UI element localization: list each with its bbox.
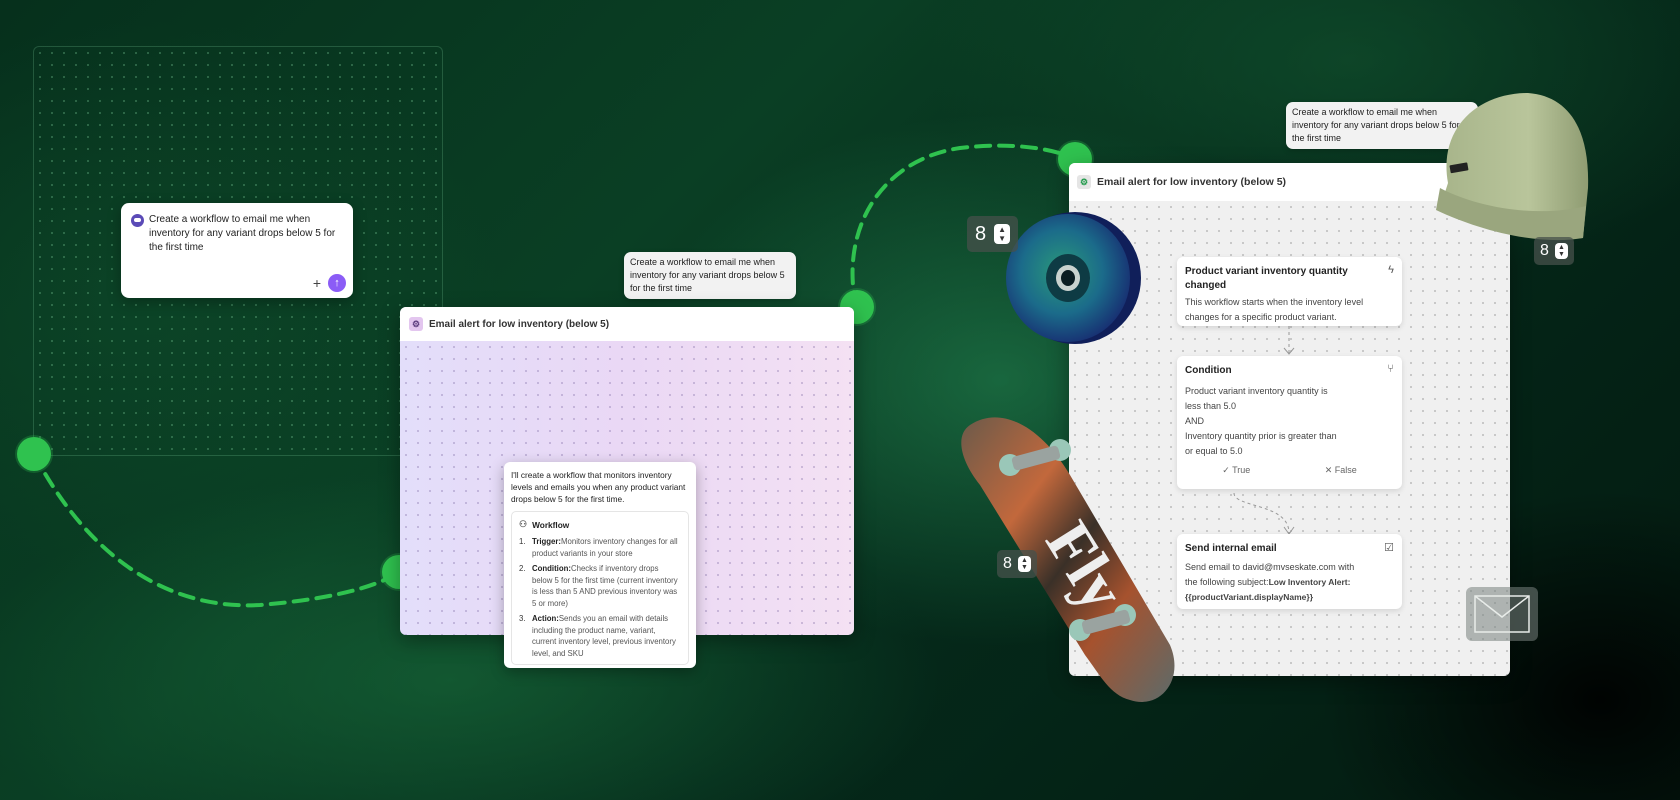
item-text: Checks if inventory drops below 5 for th… <box>532 564 678 608</box>
quantity-stepper-beanie[interactable]: 8 ▲▼ <box>1534 237 1574 265</box>
item-number: 1. <box>519 537 526 546</box>
plus-icon[interactable]: + <box>312 275 321 291</box>
panel-title: Email alert for low inventory (below 5) <box>1097 176 1287 188</box>
stepper-arrows-icon[interactable]: ▲▼ <box>1017 556 1031 572</box>
assistant-icon <box>131 214 144 227</box>
panel-title: Email alert for low inventory (below 5) <box>429 318 610 330</box>
item-number: 3. <box>519 614 526 623</box>
condition-line: less than 5.0 <box>1185 401 1237 411</box>
list-item: 1. Trigger:Monitors inventory changes fo… <box>519 536 681 559</box>
connector-node-left <box>17 437 51 471</box>
condition-line: or equal to 5.0 <box>1185 446 1243 456</box>
true-branch[interactable]: ✓ True <box>1222 465 1250 476</box>
workflow-summary-title: ⚇ Workflow <box>519 519 681 530</box>
panel-header: ⚙ Email alert for low inventory (below 5… <box>1069 163 1510 201</box>
email-desc: Send email to david@mvseskate.com with <box>1185 562 1355 572</box>
envelope-glyph <box>1474 595 1530 633</box>
workflow-summary: ⚇ Workflow 1. Trigger:Monitors inventory… <box>511 511 689 665</box>
workflow-icon: ⚙ <box>409 317 423 331</box>
panel-header: ⚙ Email alert for low inventory (below 5… <box>400 307 854 341</box>
node-description: This workflow starts when the inventory … <box>1185 297 1364 322</box>
skateboard-image: Fly <box>961 417 1175 702</box>
check-icon: ✓ <box>1222 465 1233 475</box>
email-check-icon: ☑ <box>1384 542 1394 554</box>
false-branch[interactable]: ✕ False <box>1325 465 1357 476</box>
email-subject-var: {{productVariant.displayName}} <box>1185 592 1314 602</box>
item-text: Monitors inventory changes for all produ… <box>532 537 678 558</box>
send-button[interactable]: ↑ <box>328 274 346 292</box>
skate-wheel-image <box>1006 212 1141 344</box>
item-text: Sends you an email with details includin… <box>532 614 676 658</box>
email-desc-line: the following subject:Low Inventory Aler… <box>1185 575 1394 590</box>
prompt-text: Create a workflow to email me when inven… <box>149 214 336 253</box>
response-intro: I'll create a workflow that monitors inv… <box>511 470 686 504</box>
true-label: True <box>1232 465 1251 475</box>
workflow-icon: ⚙ <box>1077 175 1091 189</box>
quantity-stepper-skateboard[interactable]: 8 ▲▼ <box>997 550 1037 578</box>
node-title: Condition <box>1185 365 1232 376</box>
quantity-value: 8 <box>1003 555 1012 572</box>
condition-line: AND <box>1185 416 1205 426</box>
chat-bubble-right: Create a workflow to email me when inven… <box>1286 102 1478 149</box>
item-number: 2. <box>519 564 526 573</box>
email-desc-text: the following subject: <box>1185 577 1269 587</box>
trigger-node[interactable]: ϟ Product variant inventory quantity cha… <box>1177 257 1402 326</box>
condition-line: Product variant inventory quantity is <box>1185 386 1328 396</box>
branch-icon: ⑂ <box>1387 363 1394 375</box>
list-item: 2. Condition:Checks if inventory drops b… <box>519 563 681 609</box>
email-subject: Low Inventory Alert: <box>1268 577 1351 587</box>
envelope-icon <box>1466 587 1538 641</box>
email-node[interactable]: ☑ Send internal email Send email to davi… <box>1177 534 1402 609</box>
item-label: Action: <box>532 614 559 623</box>
condition-line: Inventory quantity prior is greater than <box>1185 431 1337 441</box>
prompt-card[interactable]: Create a workflow to email me when inven… <box>121 203 353 298</box>
quantity-stepper-wheel[interactable]: 8 ▲▼ <box>967 216 1019 252</box>
assistant-response-card: I'll create a workflow that monitors inv… <box>504 462 696 668</box>
quantity-value: 8 <box>1540 242 1549 259</box>
x-icon: ✕ <box>1324 465 1335 475</box>
quantity-value: 8 <box>975 222 987 245</box>
false-label: False <box>1334 465 1357 475</box>
stepper-arrows-icon[interactable]: ▲▼ <box>994 224 1011 244</box>
item-label: Condition: <box>532 564 571 573</box>
beanie-image <box>1436 93 1589 241</box>
node-title: Send internal email <box>1185 543 1277 554</box>
chat-bubble-text: Create a workflow to email me when inven… <box>630 257 785 293</box>
list-item: 3. Action:Sends you an email with detail… <box>519 613 681 659</box>
chat-bubble-mid: Create a workflow to email me when inven… <box>624 252 796 299</box>
workflow-panel-right: ⚙ Email alert for low inventory (below 5… <box>1069 163 1510 676</box>
condition-branches: ✓ True ✕ False <box>1185 465 1394 476</box>
condition-node[interactable]: ⑂ Condition Product variant inventory qu… <box>1177 356 1402 489</box>
node-title: Product variant inventory quantity chang… <box>1185 266 1348 291</box>
workflow-icon: ⚇ <box>519 519 528 529</box>
chat-bubble-text: Create a workflow to email me when inven… <box>1292 107 1460 143</box>
workflow-label: Workflow <box>532 519 570 530</box>
item-label: Trigger: <box>532 537 562 546</box>
lightning-icon: ϟ <box>1388 264 1394 276</box>
stepper-arrows-icon[interactable]: ▲▼ <box>1554 243 1568 259</box>
